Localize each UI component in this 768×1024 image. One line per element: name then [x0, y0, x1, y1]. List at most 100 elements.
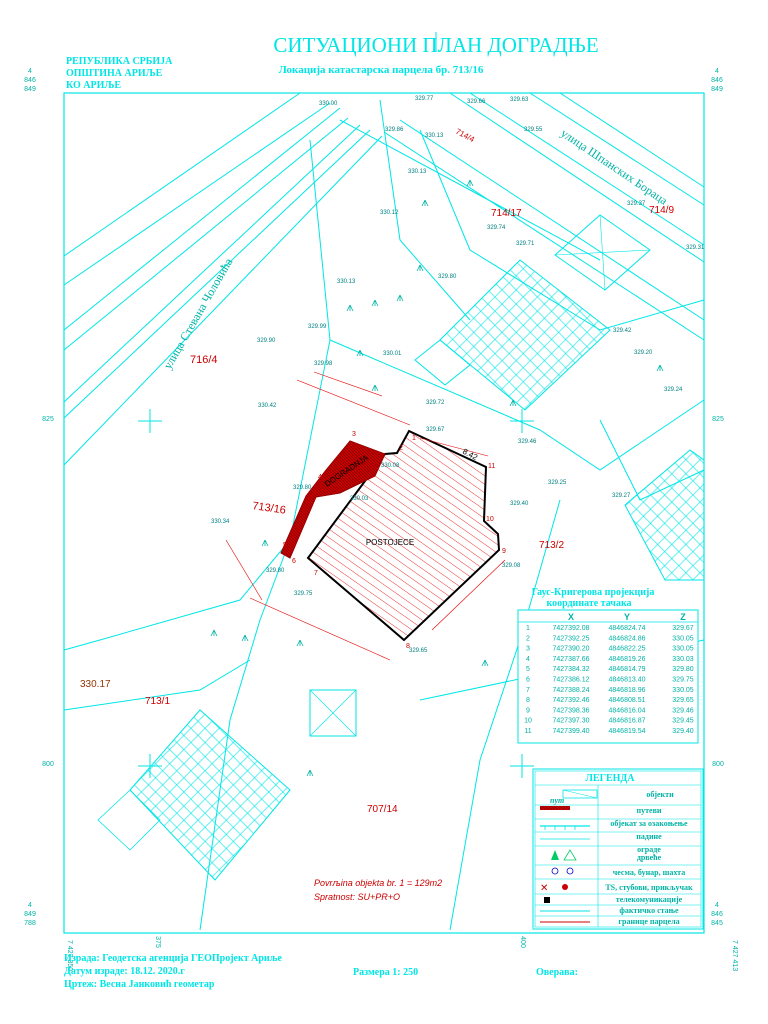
coords-point-cell: 11 — [524, 728, 531, 735]
coords-value-cell: 7427398.36 — [553, 707, 590, 714]
height-label: 329.80 — [438, 274, 457, 280]
coords-value-cell: 330.05 — [672, 635, 694, 642]
coords-point-cell: 6 — [526, 677, 530, 684]
point-numbers: 1 2 3 4 5 6 7 8 9 10 11 — [283, 431, 506, 650]
grid-bottom-right: 7 427 413 — [731, 940, 738, 971]
coords-value-cell: 4846824.74 — [609, 625, 646, 632]
height-label: 329.20 — [634, 350, 653, 356]
height-label: 329.86 — [385, 127, 404, 133]
municipality-label: ОПШТИНА АРИЉЕ — [66, 68, 163, 79]
coords-value-cell: 7427384.32 — [553, 666, 590, 673]
grid-right-bottom-0: 4 — [715, 902, 719, 909]
height-label: 330.12 — [380, 210, 399, 216]
coords-value-cell: 4846822.25 — [609, 646, 646, 653]
height-label: 330.13 — [425, 133, 444, 139]
point-label: 10 — [486, 516, 494, 523]
neighbour-buildings — [97, 214, 705, 881]
coords-value-cell: 7427392.25 — [553, 635, 590, 642]
made-by: Израда: Геодетска агенција ГЕОПројект Ар… — [64, 953, 282, 964]
height-label: 329.77 — [415, 96, 434, 102]
coords-header-z: Z — [680, 612, 686, 622]
legend-item-label: путеви — [636, 806, 661, 815]
height-label: 330.13 — [408, 169, 427, 175]
grid-left-825: 825 — [42, 416, 54, 423]
height-label: 329.25 — [548, 480, 567, 486]
point-label: 8 — [406, 643, 410, 650]
coords-value-cell: 4846816.04 — [609, 707, 646, 714]
parcel-label: 714/17 — [491, 208, 522, 219]
height-label: 329.90 — [257, 338, 276, 344]
legend: ЛЕГЕНДА ✕ — [532, 768, 704, 930]
coords-value-cell: 330.03 — [672, 656, 694, 663]
height-label: 330.00 — [319, 101, 338, 107]
height-labels: 330.00 329.77 329.66 329.63 329.86 330.1… — [211, 96, 705, 654]
height-label: 329.55 — [524, 127, 543, 133]
grid-right-800: 800 — [712, 761, 724, 768]
coords-value-cell: 7427397.30 — [553, 718, 590, 725]
coords-title-2: координате тачака — [546, 598, 631, 609]
coords-point-cell: 8 — [526, 697, 530, 704]
grid-left-top-0: 4 — [28, 68, 32, 75]
height-label: 330.01 — [383, 351, 402, 357]
grid-left-top-1: 846 — [24, 77, 36, 84]
coords-value-cell: 4846814.79 — [609, 666, 646, 673]
height-label: 329.37 — [627, 201, 646, 207]
legend-title: ЛЕГЕНДА — [585, 773, 635, 784]
coords-value-cell: 7427392.08 — [553, 625, 590, 632]
height-label: 329.67 — [426, 427, 445, 433]
height-label: 329.80 — [266, 568, 285, 574]
coords-header-y: Y — [624, 612, 630, 622]
grid-left-bottom-1: 849 — [24, 911, 36, 918]
coords-point-cell: 2 — [526, 635, 530, 642]
grid-right-bottom-2: 845 — [711, 920, 723, 927]
coords-value-cell: 329.46 — [672, 707, 694, 714]
grid-left-bottom-0: 4 — [28, 902, 32, 909]
coords-value-cell: 329.65 — [672, 697, 694, 704]
coords-value-cell: 330.05 — [672, 687, 694, 694]
drawn-by: Цртеж: Весна Јанковић геометар — [64, 979, 215, 990]
height-label: 330.42 — [258, 403, 277, 409]
point-label: 7 — [314, 570, 318, 577]
area-note: Povrљina objekta br. 1 = 129m2 — [314, 878, 442, 888]
grid-bottom-400: 400 — [519, 936, 526, 948]
height-label: 329.08 — [502, 563, 521, 569]
grid-right-825: 825 — [712, 416, 724, 423]
coords-value-cell: 4846818.96 — [609, 687, 646, 694]
coords-value-cell: 4846819.54 — [609, 728, 646, 735]
extension-building — [280, 440, 386, 559]
legend-symbols: ✕ — [540, 789, 598, 923]
height-label: 329.99 — [308, 324, 327, 330]
tree-marks — [210, 179, 664, 777]
grid-right-bottom-1: 846 — [711, 911, 723, 918]
coords-header-x: X — [568, 612, 574, 622]
legend-put: пут — [550, 796, 564, 805]
parcel-label: 716/4 — [190, 354, 218, 366]
coords-value-cell: 4846816.87 — [609, 718, 646, 725]
cadastral-municipality-label: КО АРИЉЕ — [66, 80, 121, 91]
coords-value-cell: 329.67 — [672, 625, 694, 632]
coords-point-cell: 9 — [526, 707, 530, 714]
point-label: 4 — [318, 474, 322, 481]
point-label: 3 — [352, 431, 356, 438]
coords-value-cell: 329.40 — [672, 728, 694, 735]
coordinate-table: Гаус-Кригерова пројекција координате тач… — [517, 587, 699, 744]
coords-point-cell: 4 — [526, 656, 530, 663]
coords-value-cell: 7427399.40 — [553, 728, 590, 735]
legend-item-label: падине — [636, 832, 662, 841]
height-label: 329.27 — [612, 493, 631, 499]
parcel-labels: 716/4 713/16 714/17 714/9 714/4 713/2 71… — [145, 127, 674, 815]
grid-bottom-left: 7 427 350 — [66, 940, 73, 971]
parcel-label: 714/9 — [649, 205, 674, 216]
grid-crosses — [138, 32, 534, 778]
coords-point-cell: 5 — [526, 666, 530, 673]
coords-value-cell: 4846808.51 — [609, 697, 646, 704]
height-label: 329.74 — [487, 225, 506, 231]
dimension-lines — [225, 371, 506, 661]
height-label: 330.08 — [381, 463, 400, 469]
legend-item-label: ТS, стубови, прикључак — [605, 883, 693, 892]
coords-value-cell: 4846824.86 — [609, 635, 646, 642]
height-label: 329.40 — [510, 501, 529, 507]
verifies-label: Оверава: — [536, 967, 578, 978]
existing-label: POSTOJECE — [366, 538, 414, 547]
